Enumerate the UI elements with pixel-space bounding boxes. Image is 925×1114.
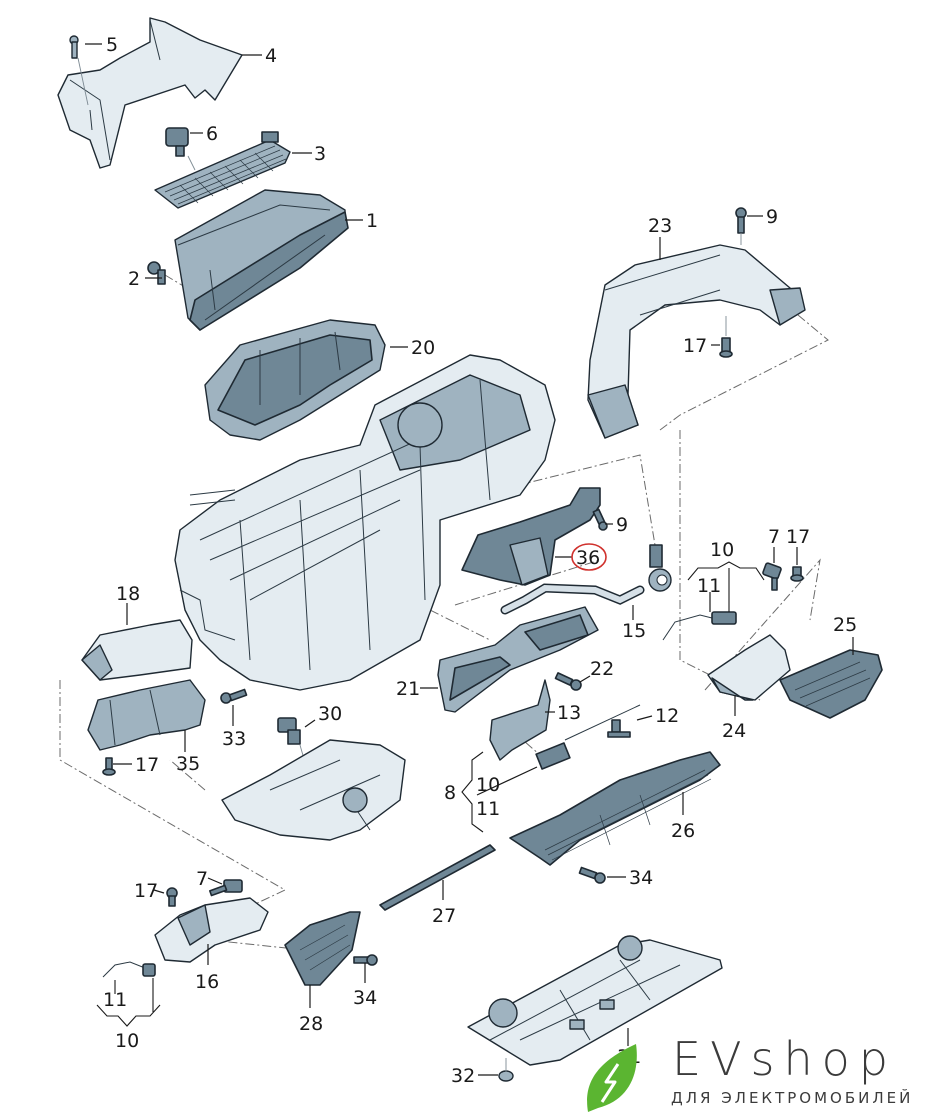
callout-9-mid[interactable]: 9 xyxy=(616,514,628,536)
callout-33[interactable]: 33 xyxy=(222,728,246,750)
part-7-sensor-right[interactable] xyxy=(762,562,782,591)
part-12-clip[interactable] xyxy=(607,719,631,738)
logo-title: EVshop xyxy=(672,1032,897,1086)
part-22-screw[interactable] xyxy=(554,672,582,691)
brace-10-right xyxy=(687,561,765,612)
callout-10-right[interactable]: 10 xyxy=(710,539,734,561)
part-17-clip-footwell[interactable] xyxy=(102,757,116,776)
callout-16[interactable]: 16 xyxy=(195,971,219,993)
part-17-clip-right[interactable] xyxy=(790,566,804,582)
callout-30[interactable]: 30 xyxy=(318,703,342,725)
part-33-screw[interactable] xyxy=(220,688,248,704)
part-18-footwell-duct[interactable] xyxy=(81,619,193,681)
leader-lines xyxy=(85,43,854,1076)
part-35-footwell-duct[interactable] xyxy=(87,679,206,751)
callout-23[interactable]: 23 xyxy=(648,215,672,237)
callout-1[interactable]: 1 xyxy=(366,210,378,232)
callout-28[interactable]: 28 xyxy=(299,1013,323,1035)
callout-22[interactable]: 22 xyxy=(590,658,614,680)
callout-8[interactable]: 8 xyxy=(444,782,456,804)
callout-17-bottom[interactable]: 17 xyxy=(134,880,158,902)
part-9-bolt-mid[interactable] xyxy=(592,508,608,531)
brace-10-bottom xyxy=(96,978,161,1027)
callout-10-bottom[interactable]: 10 xyxy=(115,1030,139,1052)
part-28-side-vent[interactable] xyxy=(284,911,361,986)
callout-25[interactable]: 25 xyxy=(833,614,857,636)
callout-21[interactable]: 21 xyxy=(396,678,420,700)
callout-3[interactable]: 3 xyxy=(314,143,326,165)
part-5-clip[interactable] xyxy=(69,35,89,106)
callout-labels: 1 2 3 4 5 6 9 23 17 20 9 36 15 10 11 7 1… xyxy=(103,34,857,1087)
callout-2[interactable]: 2 xyxy=(128,268,140,290)
part-31-floor-cover[interactable] xyxy=(467,935,723,1066)
part-10-sensor-right[interactable] xyxy=(662,611,737,641)
brace-8 xyxy=(461,751,484,833)
callout-7-bottom[interactable]: 7 xyxy=(196,868,208,890)
part-2-screw[interactable] xyxy=(147,261,166,285)
callout-13[interactable]: 13 xyxy=(557,702,581,724)
main-heater-unit[interactable] xyxy=(174,354,556,691)
lower-housing-cover xyxy=(221,739,406,841)
part-32-clip[interactable] xyxy=(498,1058,514,1082)
logo-tagline: ДЛЯ ЭЛЕКТРОМОБИЛЕЙ xyxy=(671,1089,914,1107)
part-21-center-duct[interactable] xyxy=(437,606,599,713)
callout-36[interactable]: 36 xyxy=(576,547,600,569)
part-27-trim-strip[interactable] xyxy=(379,844,496,911)
part-16-duct-housing[interactable] xyxy=(154,897,269,963)
callout-24[interactable]: 24 xyxy=(722,720,746,742)
part-13-bracket[interactable] xyxy=(489,679,551,761)
part-36-air-duct[interactable] xyxy=(461,487,601,586)
callout-32[interactable]: 32 xyxy=(451,1065,475,1087)
callout-27[interactable]: 27 xyxy=(432,905,456,927)
part-17-clip-bottom[interactable] xyxy=(166,887,178,907)
callout-34-center[interactable]: 34 xyxy=(629,867,653,889)
callout-6[interactable]: 6 xyxy=(206,123,218,145)
part-3-grille[interactable] xyxy=(154,131,291,209)
callout-15[interactable]: 15 xyxy=(622,620,646,642)
callout-11-mid[interactable]: 11 xyxy=(476,798,500,820)
callout-17-footwell[interactable]: 17 xyxy=(135,754,159,776)
callout-26[interactable]: 26 xyxy=(671,820,695,842)
callout-5[interactable]: 5 xyxy=(106,34,118,56)
callout-17-duct[interactable]: 17 xyxy=(683,335,707,357)
part-25-air-vent[interactable] xyxy=(779,649,883,719)
callout-9-top[interactable]: 9 xyxy=(766,206,778,228)
highlight-ring-36 xyxy=(571,543,607,571)
part-15-drain-hose[interactable] xyxy=(500,544,672,615)
part-7-sensor-bottom[interactable] xyxy=(208,879,243,897)
part-34-bolt-side[interactable] xyxy=(353,954,378,966)
part-9-bolt-top[interactable] xyxy=(735,207,747,245)
callout-35[interactable]: 35 xyxy=(176,753,200,775)
part-6-sensor[interactable] xyxy=(165,127,196,171)
part-20-distribution-housing[interactable] xyxy=(204,319,386,441)
callout-20[interactable]: 20 xyxy=(411,337,435,359)
callout-10-mid[interactable]: 10 xyxy=(476,774,500,796)
callout-7-right[interactable]: 7 xyxy=(768,526,780,548)
callout-17-right[interactable]: 17 xyxy=(786,526,810,548)
callout-18[interactable]: 18 xyxy=(116,583,140,605)
part-10-sensor-mid[interactable] xyxy=(535,704,641,770)
callout-4[interactable]: 4 xyxy=(265,45,277,67)
part-34-bolt-center[interactable] xyxy=(578,866,606,884)
part-17-clip-duct[interactable] xyxy=(719,316,733,358)
callout-12[interactable]: 12 xyxy=(655,705,679,727)
part-24-vent-housing[interactable] xyxy=(707,634,791,701)
callout-34-side[interactable]: 34 xyxy=(353,987,377,1009)
callout-11-bottom[interactable]: 11 xyxy=(103,989,127,1011)
leaf-lightning-icon xyxy=(587,1044,637,1112)
part-1-glovebox[interactable] xyxy=(174,189,349,331)
part-26-center-vent[interactable] xyxy=(509,751,721,866)
callout-11-right[interactable]: 11 xyxy=(697,575,721,597)
part-11-wiring-bottom[interactable] xyxy=(102,961,156,978)
part-23-air-duct[interactable] xyxy=(587,244,806,439)
